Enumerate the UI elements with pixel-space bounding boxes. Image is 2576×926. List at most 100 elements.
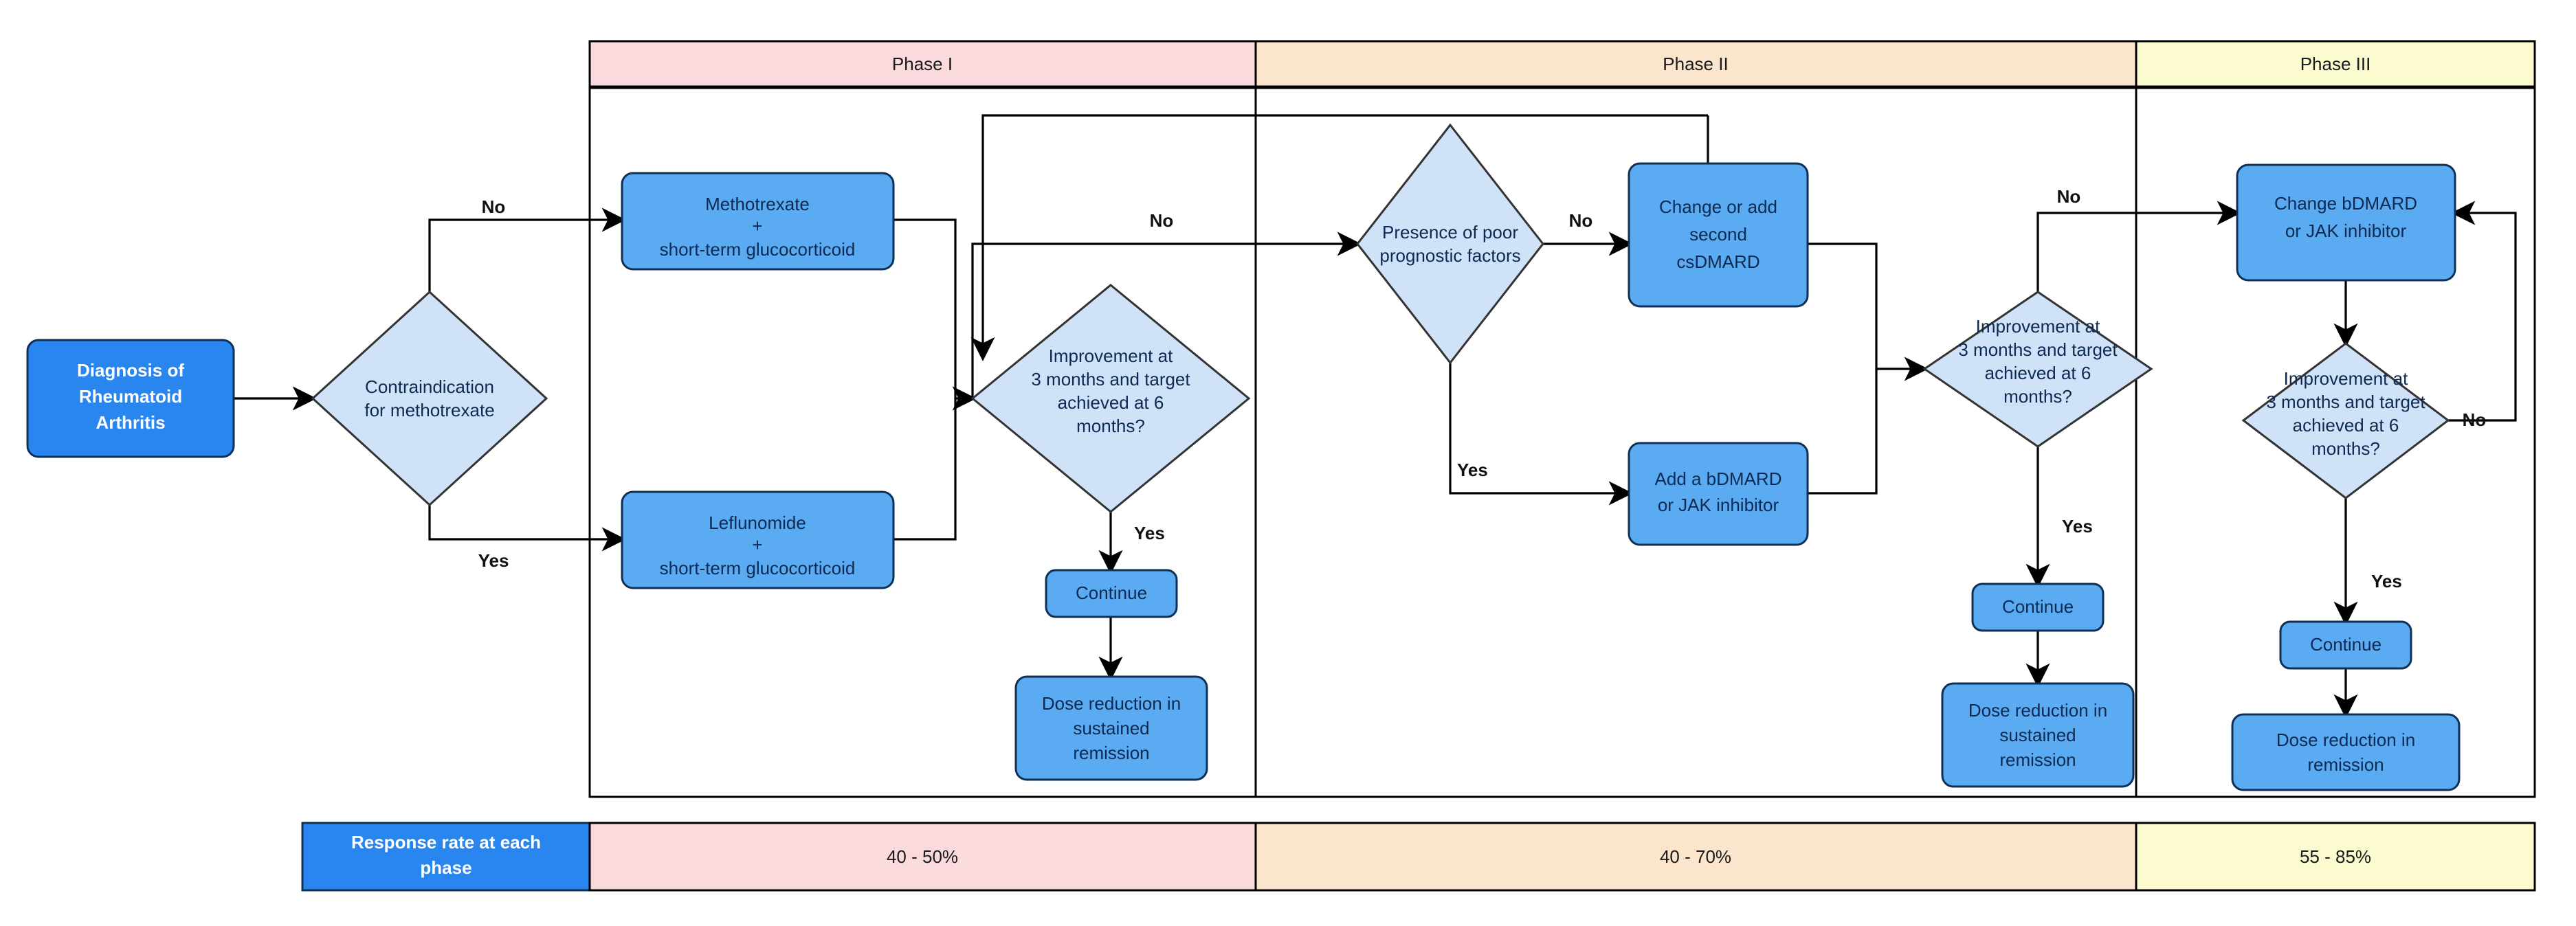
phase-frame bbox=[588, 87, 2536, 798]
leflunomide-line-2: + bbox=[752, 534, 762, 555]
improvement-p3-line-1: Improvement at bbox=[2284, 368, 2408, 389]
start-node-line-1: Diagnosis of bbox=[77, 360, 184, 381]
response-rate-legend-box bbox=[301, 822, 591, 892]
node-methotrexate[interactable]: Methotrexate + short-term glucocorticoid bbox=[621, 172, 895, 271]
edge-labels: No Yes No Yes No Yes No Yes No Yes bbox=[478, 186, 2487, 591]
phase-1-header-label: Phase I bbox=[892, 54, 953, 74]
improvement-p2-line-2: 3 months and target bbox=[1958, 339, 2118, 360]
improvement-p3-line-2: 3 months and target bbox=[2266, 392, 2425, 412]
poor-prognostic-diamond-shape bbox=[1356, 123, 1544, 365]
dose-reduction-p2-line-3: remission bbox=[1999, 749, 2076, 770]
response-rate-value-phase-3: 55 - 85% bbox=[2300, 846, 2371, 867]
response-rate-cell-phase-1 bbox=[588, 822, 1257, 892]
leflunomide-line-3: short-term glucocorticoid bbox=[660, 558, 856, 578]
node-contraindication[interactable]: Contraindication for methotrexate bbox=[311, 290, 548, 507]
continue-p1-shape bbox=[1045, 569, 1178, 618]
phase-3-header-label: Phase III bbox=[2300, 54, 2371, 74]
node-continue-p3[interactable]: Continue bbox=[2279, 620, 2412, 670]
node-change-csdmard[interactable]: Change or add second csDMARD bbox=[1628, 162, 1809, 308]
node-poor-prognostic[interactable]: Presence of poor prognostic factors bbox=[1356, 123, 1544, 365]
edge-label-improvement-p2-no: No bbox=[2057, 186, 2081, 207]
leflunomide-line-1: Leflunomide bbox=[709, 512, 806, 533]
improvement-p2-line-3: achieved at 6 bbox=[1985, 363, 2091, 383]
dose-reduction-p1-line-2: sustained bbox=[1073, 718, 1149, 738]
node-improvement-p2[interactable]: Improvement at 3 months and target achie… bbox=[1922, 291, 2153, 448]
dose-reduction-p3-line-2: remission bbox=[2307, 754, 2384, 775]
response-rate-legend-line-1: Response rate at each bbox=[351, 832, 541, 852]
node-dose-reduction-p3[interactable]: Dose reduction in remission bbox=[2231, 713, 2461, 791]
edge-label-improvement-p1-no: No bbox=[1150, 210, 1174, 231]
improvement-p1-line-1: Improvement at bbox=[1049, 346, 1173, 366]
edge-improvement-p3-no-loopback bbox=[2448, 201, 2517, 422]
edge-label-improvement-p3-yes: Yes bbox=[2371, 571, 2402, 591]
improvement-p1-line-2: 3 months and target bbox=[1031, 369, 1190, 389]
dose-reduction-p3-shape bbox=[2231, 713, 2461, 791]
node-add-bdmard[interactable]: Add a bDMARD or JAK inhibitor bbox=[1628, 442, 1809, 546]
phase-header-bar: Phase I Phase II Phase III bbox=[588, 40, 2536, 88]
improvement-p3-diamond-shape bbox=[2241, 342, 2450, 499]
node-change-bdmard[interactable]: Change bDMARD or JAK inhibitor bbox=[2236, 163, 2456, 282]
edge-prognostic-yes-to-bdmard bbox=[1449, 337, 1633, 506]
dose-reduction-p1-line-3: remission bbox=[1073, 743, 1149, 763]
node-improvement-p1[interactable]: Improvement at 3 months and target achie… bbox=[970, 284, 1251, 513]
improvement-p2-line-1: Improvement at bbox=[1976, 316, 2100, 337]
contraindication-diamond-shape bbox=[311, 290, 548, 507]
continue-p3-shape bbox=[2279, 620, 2412, 670]
improvement-p3-line-3: achieved at 6 bbox=[2293, 415, 2399, 436]
node-continue-p2[interactable]: Continue bbox=[1971, 583, 2105, 632]
poor-prognostic-line-1: Presence of poor bbox=[1382, 222, 1518, 242]
edge-bdmard-to-improvement-p2 bbox=[1808, 369, 1878, 495]
continue-p1-label: Continue bbox=[1076, 583, 1147, 603]
node-dose-reduction-p2[interactable]: Dose reduction in sustained remission bbox=[1941, 682, 2135, 788]
start-node-line-2: Rheumatoid bbox=[79, 386, 182, 407]
edge-improvement-p2-no-exit bbox=[2036, 212, 2136, 292]
continue-p2-label: Continue bbox=[2002, 596, 2074, 617]
node-dose-reduction-p1[interactable]: Dose reduction in sustained remission bbox=[1014, 675, 1208, 781]
improvement-p1-line-3: achieved at 6 bbox=[1058, 392, 1164, 413]
node-improvement-p3[interactable]: Improvement at 3 months and target achie… bbox=[2241, 342, 2450, 499]
diagram-frame bbox=[588, 87, 2536, 798]
dose-reduction-p1-shape bbox=[1014, 675, 1208, 781]
poor-prognostic-line-2: prognostic factors bbox=[1379, 245, 1520, 266]
start-node-line-3: Arthritis bbox=[96, 412, 165, 433]
edge-label-improvement-p3-no: No bbox=[2463, 409, 2487, 430]
add-bdmard-shape bbox=[1628, 442, 1809, 546]
edge-loopback-top-rail bbox=[970, 114, 1708, 361]
phase-2-header-label: Phase II bbox=[1663, 54, 1728, 74]
response-rate-value-phase-2: 40 - 70% bbox=[1660, 846, 1731, 867]
dose-reduction-p2-line-2: sustained bbox=[1999, 725, 2076, 745]
edge-label-contraindication-yes: Yes bbox=[478, 550, 509, 571]
change-bdmard-shape bbox=[2236, 163, 2456, 282]
node-leflunomide[interactable]: Leflunomide + short-term glucocorticoid bbox=[621, 490, 895, 589]
node-start-diagnosis[interactable]: Diagnosis of Rheumatoid Arthritis bbox=[26, 339, 235, 458]
phase-3-header-rect bbox=[2135, 40, 2536, 88]
improvement-p3-line-4: months? bbox=[2311, 438, 2380, 459]
change-bdmard-line-1: Change bDMARD bbox=[2274, 193, 2417, 214]
continue-p2-shape bbox=[1971, 583, 2105, 632]
change-csdmard-line-3: csDMARD bbox=[1676, 251, 1759, 272]
response-rate-cell-phase-2 bbox=[1254, 822, 2138, 892]
phase-1-header-rect bbox=[588, 40, 1257, 88]
response-rate-cell-phase-3 bbox=[2135, 822, 2536, 892]
edge-label-improvement-p2-yes: Yes bbox=[2062, 516, 2093, 537]
dose-reduction-p2-shape bbox=[1941, 682, 2135, 788]
improvement-p1-diamond-shape bbox=[970, 284, 1251, 513]
change-csdmard-line-2: second bbox=[1689, 224, 1747, 245]
response-rate-row: Response rate at each phase 40 - 50% 40 … bbox=[301, 822, 2536, 892]
dose-reduction-p2-line-1: Dose reduction in bbox=[1968, 700, 2107, 721]
response-rate-value-phase-1: 40 - 50% bbox=[887, 846, 958, 867]
methotrexate-shape bbox=[621, 172, 895, 271]
contraindication-line-2: for methotrexate bbox=[364, 400, 494, 420]
start-node-shape bbox=[26, 339, 235, 458]
change-csdmard-shape bbox=[1628, 162, 1809, 308]
node-continue-p1[interactable]: Continue bbox=[1045, 569, 1178, 618]
add-bdmard-line-2: or JAK inhibitor bbox=[1658, 495, 1779, 515]
edge-leflunomide-to-improvement-p1 bbox=[893, 398, 957, 541]
improvement-p1-line-4: months? bbox=[1076, 416, 1145, 436]
add-bdmard-line-1: Add a bDMARD bbox=[1655, 468, 1782, 489]
change-csdmard-line-1: Change or add bbox=[1659, 196, 1777, 217]
contraindication-line-1: Contraindication bbox=[365, 376, 494, 397]
edge-csdmard-to-improvement-p2 bbox=[1808, 242, 1929, 381]
improvement-p2-diamond-shape bbox=[1922, 291, 2153, 448]
